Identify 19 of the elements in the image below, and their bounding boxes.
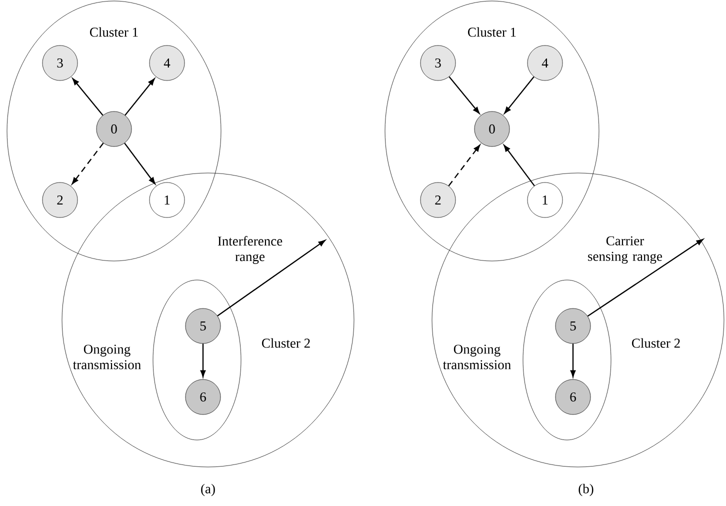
arrow bbox=[72, 78, 104, 116]
arrow bbox=[217, 240, 326, 316]
arrow bbox=[124, 78, 155, 116]
arrow bbox=[448, 144, 480, 186]
arrow bbox=[200, 344, 206, 378]
panel-caption: (b) bbox=[578, 484, 594, 496]
arrow bbox=[504, 144, 535, 186]
ellipse bbox=[522, 280, 612, 440]
arrow bbox=[570, 344, 576, 378]
panel-caption: (a) bbox=[201, 484, 215, 496]
arrow bbox=[72, 142, 104, 184]
edge-label: Carrier sensing range bbox=[588, 236, 662, 264]
arrow bbox=[124, 142, 156, 184]
ellipse bbox=[152, 280, 242, 440]
arrow bbox=[448, 76, 480, 114]
ellipse-label: Ongoing transmission bbox=[73, 344, 141, 370]
arrow bbox=[504, 76, 534, 114]
arrow bbox=[587, 238, 704, 317]
ellipse-label: Ongoing transmission bbox=[443, 344, 511, 370]
